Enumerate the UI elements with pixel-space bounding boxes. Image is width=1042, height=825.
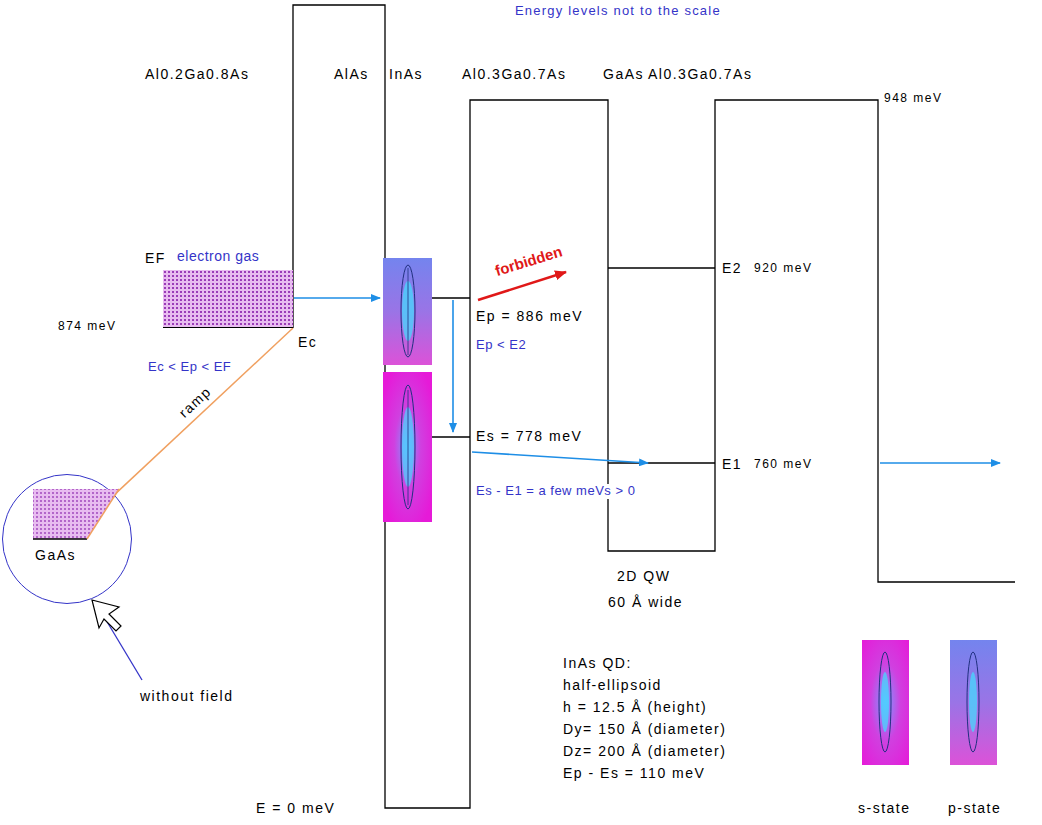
ramp-line: [115, 328, 293, 495]
electron-gas-box: electron gas: [163, 270, 293, 328]
condition-note: Es - E1 = a few meVs > 0: [476, 484, 635, 499]
material-name: Al0.3Ga0.7As: [648, 66, 752, 82]
field-free-circle: GaAs: [2, 474, 132, 604]
quantum-dot-s: [383, 372, 432, 522]
dot-spec: InAs QD:: [563, 655, 632, 671]
node-text: electron gas: [177, 248, 259, 264]
legend-dot-sketch: [950, 640, 997, 765]
diagram-title: Energy levels not to the scale: [515, 4, 721, 19]
gaas-band-inset: [3, 475, 130, 602]
forbidden-arrow: [478, 272, 566, 300]
edge-label: ramp: [176, 383, 215, 421]
level-value: Ep = 886 meV: [476, 308, 583, 324]
energy-value: 760 meV: [754, 458, 813, 472]
forbidden-label: forbidden: [493, 243, 564, 280]
energy-value: 874 meV: [58, 320, 117, 334]
material-name: GaAs: [603, 66, 644, 82]
level-name: EF: [145, 250, 166, 266]
legend-swatch: [950, 640, 997, 765]
energy-levels: [432, 268, 715, 463]
transition-arrows: [294, 298, 1000, 463]
legend-dot-sketch: [862, 640, 909, 765]
level-name: E1: [722, 456, 742, 472]
node-text: GaAs: [35, 547, 76, 563]
level-value: Es = 778 meV: [476, 428, 582, 444]
quantum-dot-p: [383, 258, 432, 365]
condition-note: Ec < Ep < EF: [148, 360, 231, 375]
dot-spec: Dz= 200 Å (diameter): [563, 743, 726, 759]
energy-value: 948 meV: [884, 92, 943, 106]
material-name: Al0.3Ga0.7As: [462, 66, 566, 82]
material-name: InAs: [389, 66, 423, 82]
well-name: 2D QW: [617, 568, 670, 584]
conduction-band: [293, 5, 1015, 808]
dot-spec: Dy= 150 Å (diameter): [563, 721, 726, 737]
energy-zero: E = 0 meV: [256, 800, 335, 816]
dot-spec: h = 12.5 Å (height): [563, 699, 707, 715]
material-name: AlAs: [334, 66, 369, 82]
level-name: E2: [722, 260, 742, 276]
dot-spec: Ep - Es = 110 meV: [563, 765, 705, 781]
material-name: Al0.2Ga0.8As: [145, 66, 249, 82]
energy-value: 920 meV: [754, 262, 813, 276]
condition-note: Ep < E2: [476, 338, 526, 353]
legend-swatch: [862, 640, 909, 765]
legend-text: p-state: [948, 800, 1001, 816]
dot-spec: half-ellipsoid: [563, 677, 662, 693]
pointer-arrow: [92, 600, 142, 680]
level-name: Ec: [298, 334, 317, 350]
legend-text: s-state: [858, 800, 911, 816]
note-label: without field: [140, 688, 233, 704]
well-width: 60 Å wide: [608, 594, 683, 610]
